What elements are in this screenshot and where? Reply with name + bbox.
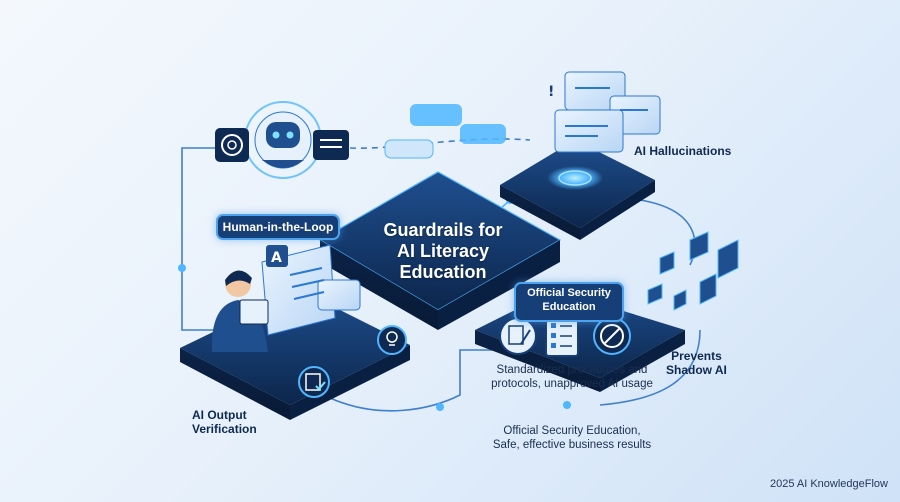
results-line1: Official Security Education, <box>503 425 641 437</box>
human-in-the-loop-label: Human-in-the-Loop <box>216 214 340 240</box>
hallucination-platform <box>500 140 655 240</box>
flow-node <box>178 264 186 272</box>
hallucinations-label: AI Hallucinations <box>634 144 732 158</box>
shadow-ai-line2: Shadow AI <box>666 363 727 377</box>
credit-text: 2025 AI KnowledgeFlow <box>769 478 888 490</box>
center-title: Guardrails for AI Literacy Education <box>368 220 518 283</box>
center-title-line2: AI Literacy <box>396 241 490 261</box>
document-check-icon <box>298 366 330 398</box>
robot-icon <box>244 101 322 179</box>
security-education-badge: Official Security Education <box>514 282 624 322</box>
pen-notepad-icon <box>499 317 537 355</box>
protocols-line1: Standardized procedures and <box>496 364 648 376</box>
no-ai-icon <box>593 317 631 355</box>
shadow-ai-label: Prevents Shadow AI <box>666 349 727 377</box>
verification-line1: AI Output <box>192 408 247 422</box>
bottom-flow-line <box>329 349 500 412</box>
chatgpt-logo-icon <box>215 128 249 162</box>
shadow-ai-line1: Prevents <box>671 349 722 363</box>
warning-icon: ! <box>548 84 554 100</box>
chat-bubble-icon <box>313 130 349 160</box>
security-badge-line2: Education <box>542 301 596 313</box>
svg-text:A: A <box>271 250 282 266</box>
protocols-line2: protocols, unapproved AI usage <box>491 378 653 390</box>
shadow-ai-shards <box>647 231 739 311</box>
flow-node <box>563 401 571 409</box>
verification-label: AI Output Verification <box>192 408 257 436</box>
center-title-line3: Education <box>399 262 487 282</box>
protocols-description: Standardized procedures and protocols, u… <box>482 363 662 391</box>
flow-node <box>436 403 444 411</box>
bottom-right-line <box>599 329 701 406</box>
person-tablet-icon <box>211 270 269 352</box>
verification-line2: Verification <box>192 422 257 436</box>
center-title-line1: Guardrails for <box>383 220 503 240</box>
verification-platform <box>180 290 410 420</box>
security-badge-line1: Official Security <box>527 287 611 299</box>
results-description: Official Security Education, Safe, effec… <box>487 424 657 452</box>
lightbulb-icon <box>377 325 407 355</box>
center-platform <box>318 171 562 330</box>
svg-text:!: ! <box>548 84 554 100</box>
floating-chat-bubbles <box>384 104 506 159</box>
results-line2: Safe, effective business results <box>492 439 652 451</box>
hallucination-chat-cards <box>554 71 661 153</box>
